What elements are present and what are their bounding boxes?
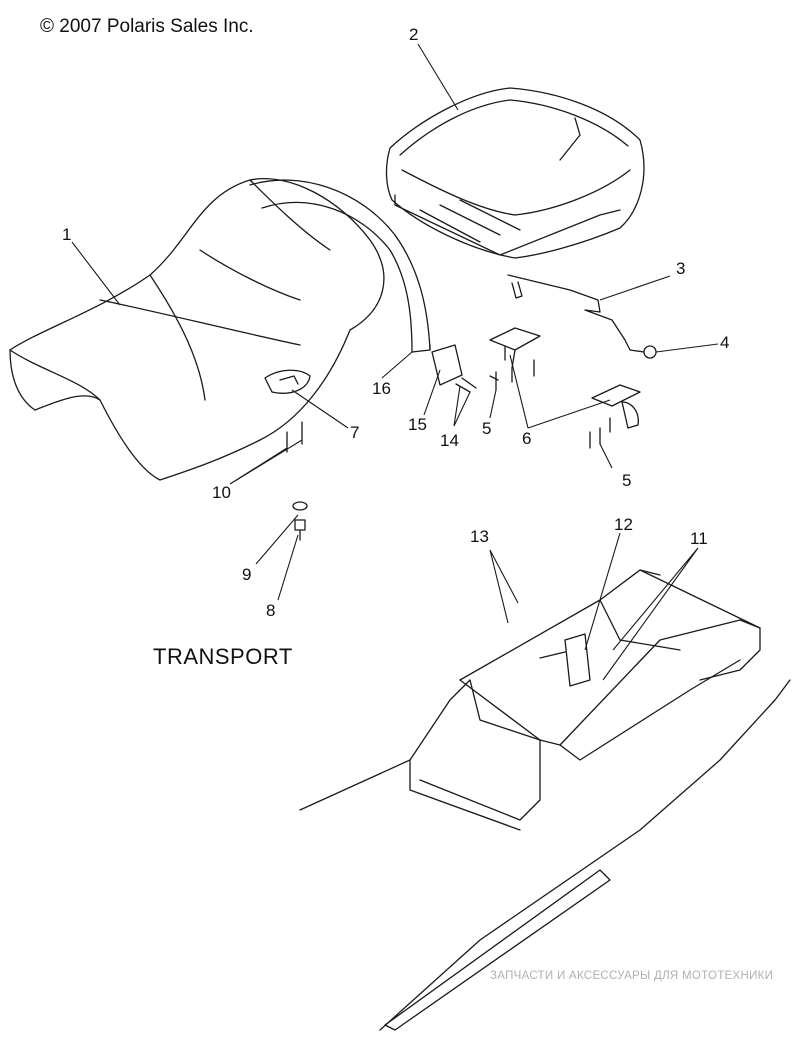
rod-part-3 <box>507 274 631 351</box>
callout-9: 9 <box>242 565 251 584</box>
callout-8: 8 <box>266 601 275 620</box>
callout-labels: 1 2 3 4 5 6 5 7 8 9 10 11 12 13 14 15 16 <box>62 25 729 620</box>
callout-6: 6 <box>522 429 531 448</box>
bolt-part-8-washer-part-9 <box>292 501 308 541</box>
callout-12: 12 <box>614 515 633 534</box>
callout-4: 4 <box>720 333 729 352</box>
callout-2: 2 <box>409 25 418 44</box>
callout-15: 15 <box>408 415 427 434</box>
watermark-tagline: ЗАПЧАСТИ И АКСЕССУАРЫ ДЛЯ МОТОТЕХНИКИ <box>490 970 774 982</box>
callout-14: 14 <box>440 431 459 450</box>
callout-5a: 5 <box>482 419 491 438</box>
screws <box>286 359 611 453</box>
leader-lines <box>71 43 719 681</box>
callout-1: 1 <box>62 225 71 244</box>
knob-part-4 <box>629 345 657 359</box>
section-caption: TRANSPORT <box>153 644 293 669</box>
callout-13: 13 <box>470 527 489 546</box>
bracket-part-6 <box>489 327 641 429</box>
callout-7: 7 <box>350 423 359 442</box>
callout-11: 11 <box>690 529 708 548</box>
chassis-frame <box>299 569 791 1031</box>
callout-16: 16 <box>372 379 391 398</box>
copyright-text: © 2007 Polaris Sales Inc. <box>40 16 254 37</box>
callout-10: 10 <box>212 483 231 502</box>
callout-3: 3 <box>676 259 685 278</box>
callout-5b: 5 <box>622 471 631 490</box>
seat-part-1 <box>9 178 431 481</box>
backrest-part-2 <box>385 87 645 259</box>
plate-part-15 <box>431 344 463 386</box>
